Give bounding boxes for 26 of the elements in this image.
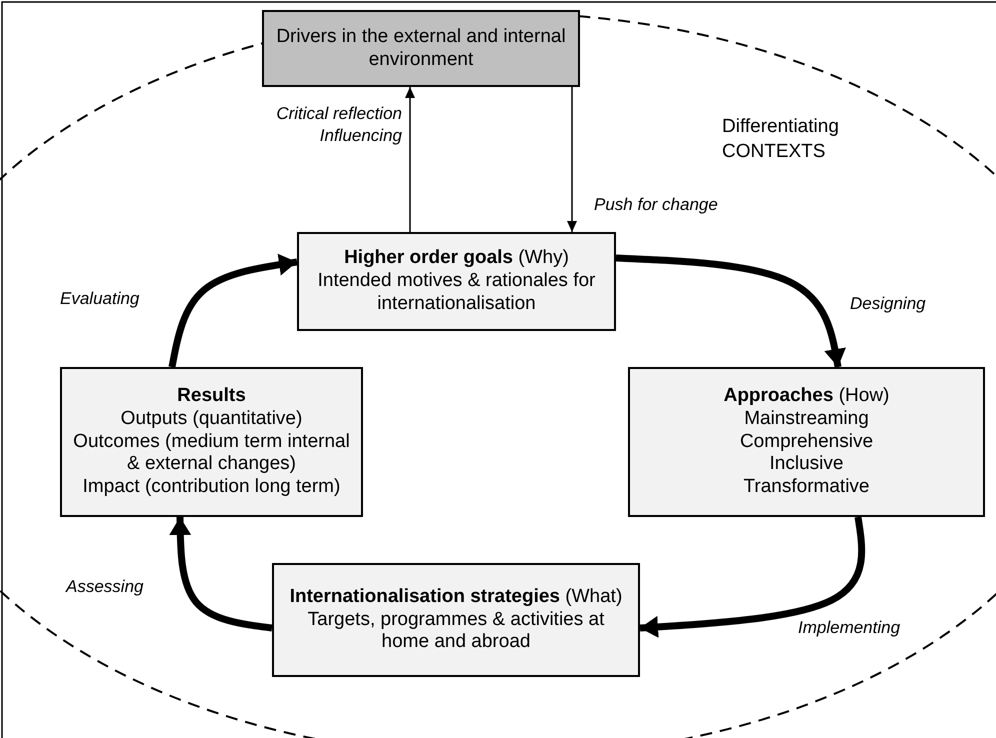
context-label: Differentiating CONTEXTS <box>722 115 840 164</box>
box-text: Impact (contribution long term) <box>82 476 340 499</box>
curved-arrow <box>168 254 298 368</box>
box-text: Intended motives & rationales for internationalisation <box>316 270 596 316</box>
arrow <box>567 87 577 232</box>
approaches-box <box>628 367 985 517</box>
box-heading: Higher order goals (Why) <box>344 247 569 270</box>
box-text: Comprehensive <box>740 430 874 454</box>
box-heading: Results <box>177 385 246 408</box>
arrow <box>405 87 415 232</box>
results-box <box>60 367 363 517</box>
box-text: Outcomes (medium term internal & external changes) <box>72 430 351 476</box>
driver-box <box>262 10 580 87</box>
box-text: Drivers in the external and internal environment <box>275 26 567 72</box>
box-text: Mainstreaming <box>744 408 869 431</box>
goals-box <box>297 232 616 331</box>
box-heading: Approaches (How) <box>724 385 890 408</box>
curved-arrow <box>169 516 272 632</box>
curved-arrow <box>616 254 846 368</box>
curved-arrow <box>640 516 866 638</box>
box-text: Outputs (quantitative) <box>120 408 302 431</box>
strategies-box <box>272 563 640 677</box>
box-text: Inclusive <box>770 453 844 476</box>
box-text: Transformative <box>744 476 870 499</box>
box-text: Targets, programmes & activities at home and abroad <box>306 608 606 654</box>
box-heading: Internationalisation strategies (What) <box>290 586 622 609</box>
